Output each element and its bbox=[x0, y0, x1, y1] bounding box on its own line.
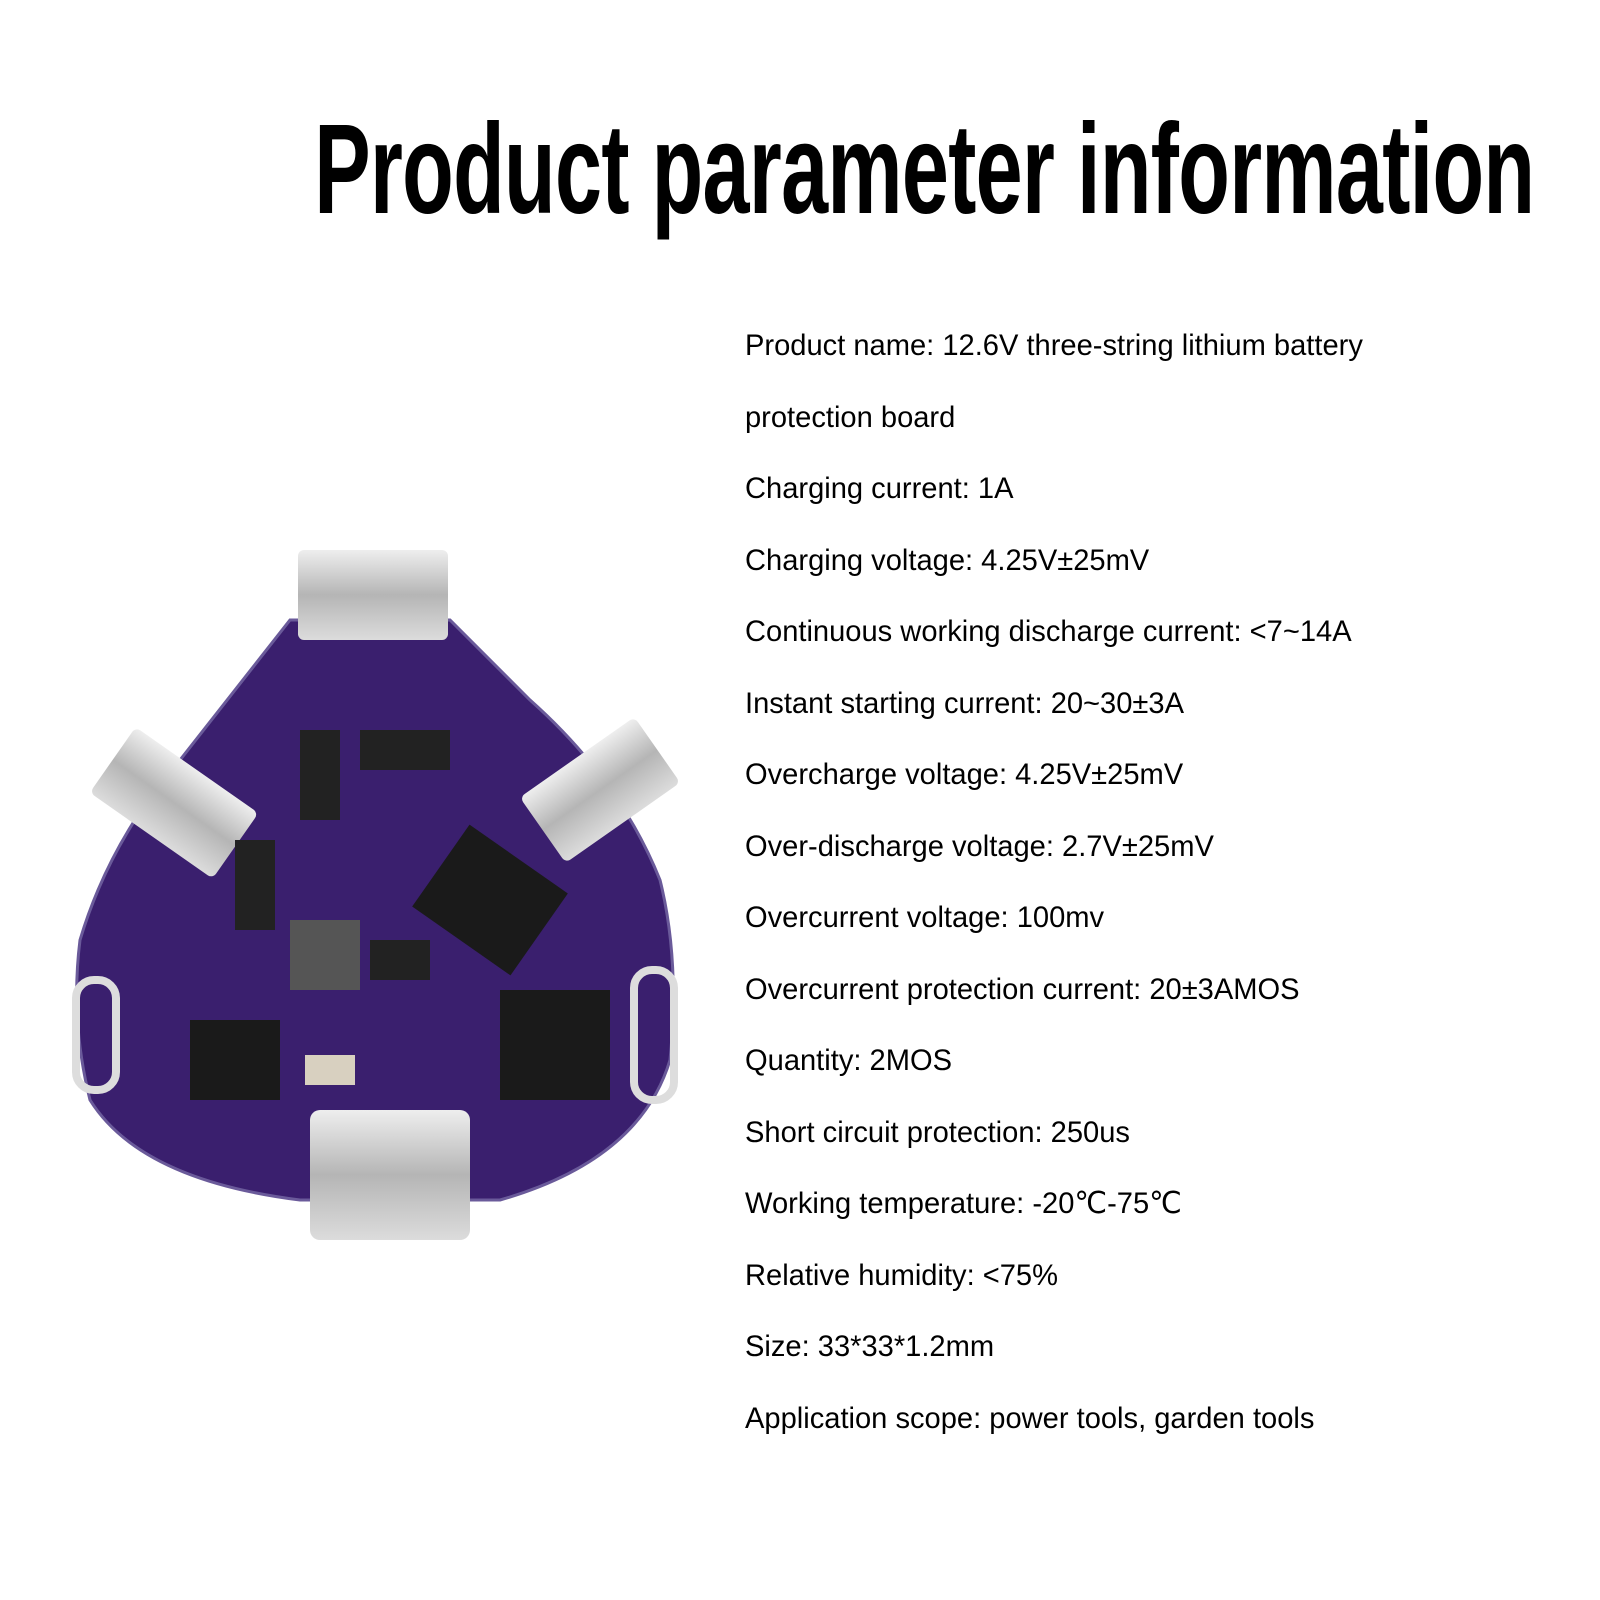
spec-overcurrent-protection: Overcurrent protection current: 20±3AMOS bbox=[745, 972, 1300, 1006]
spec-relative-humidity: Relative humidity: <75% bbox=[745, 1258, 1058, 1292]
spec-charging-voltage: Charging voltage: 4.25V±25mV bbox=[745, 543, 1150, 577]
spec-charging-current: Charging current: 1A bbox=[745, 472, 1014, 505]
spec-size: Size: 33*33*1.2mm bbox=[745, 1330, 995, 1363]
spec-product-name: Product name: 12.6V three-string lithium… bbox=[745, 329, 1363, 362]
spec-working-temperature: Working temperature: -20℃-75℃ bbox=[745, 1187, 1182, 1220]
spec-over-discharge-voltage: Over-discharge voltage: 2.7V±25mV bbox=[745, 829, 1214, 863]
page-title: Product parameter information bbox=[0, 100, 1600, 240]
spec-continuous-discharge: Continuous working discharge current: <7… bbox=[745, 615, 1352, 648]
spec-short-circuit: Short circuit protection: 250us bbox=[745, 1115, 1130, 1149]
title-text: Product parameter information bbox=[314, 98, 1535, 241]
pcb-product-image bbox=[60, 540, 700, 1260]
spec-overcharge-voltage: Overcharge voltage: 4.25V±25mV bbox=[745, 758, 1184, 791]
spec-list: Product name: 12.6V three-string lithium… bbox=[745, 322, 1565, 1466]
spec-overcurrent-voltage: Overcurrent voltage: 100mv bbox=[745, 901, 1105, 934]
spec-application-scope: Application scope: power tools, garden t… bbox=[745, 1401, 1315, 1435]
spec-quantity: Quantity: 2MOS bbox=[745, 1044, 953, 1077]
spec-instant-starting: Instant starting current: 20~30±3A bbox=[745, 686, 1185, 720]
spec-product-name-cont: protection board bbox=[745, 400, 956, 434]
